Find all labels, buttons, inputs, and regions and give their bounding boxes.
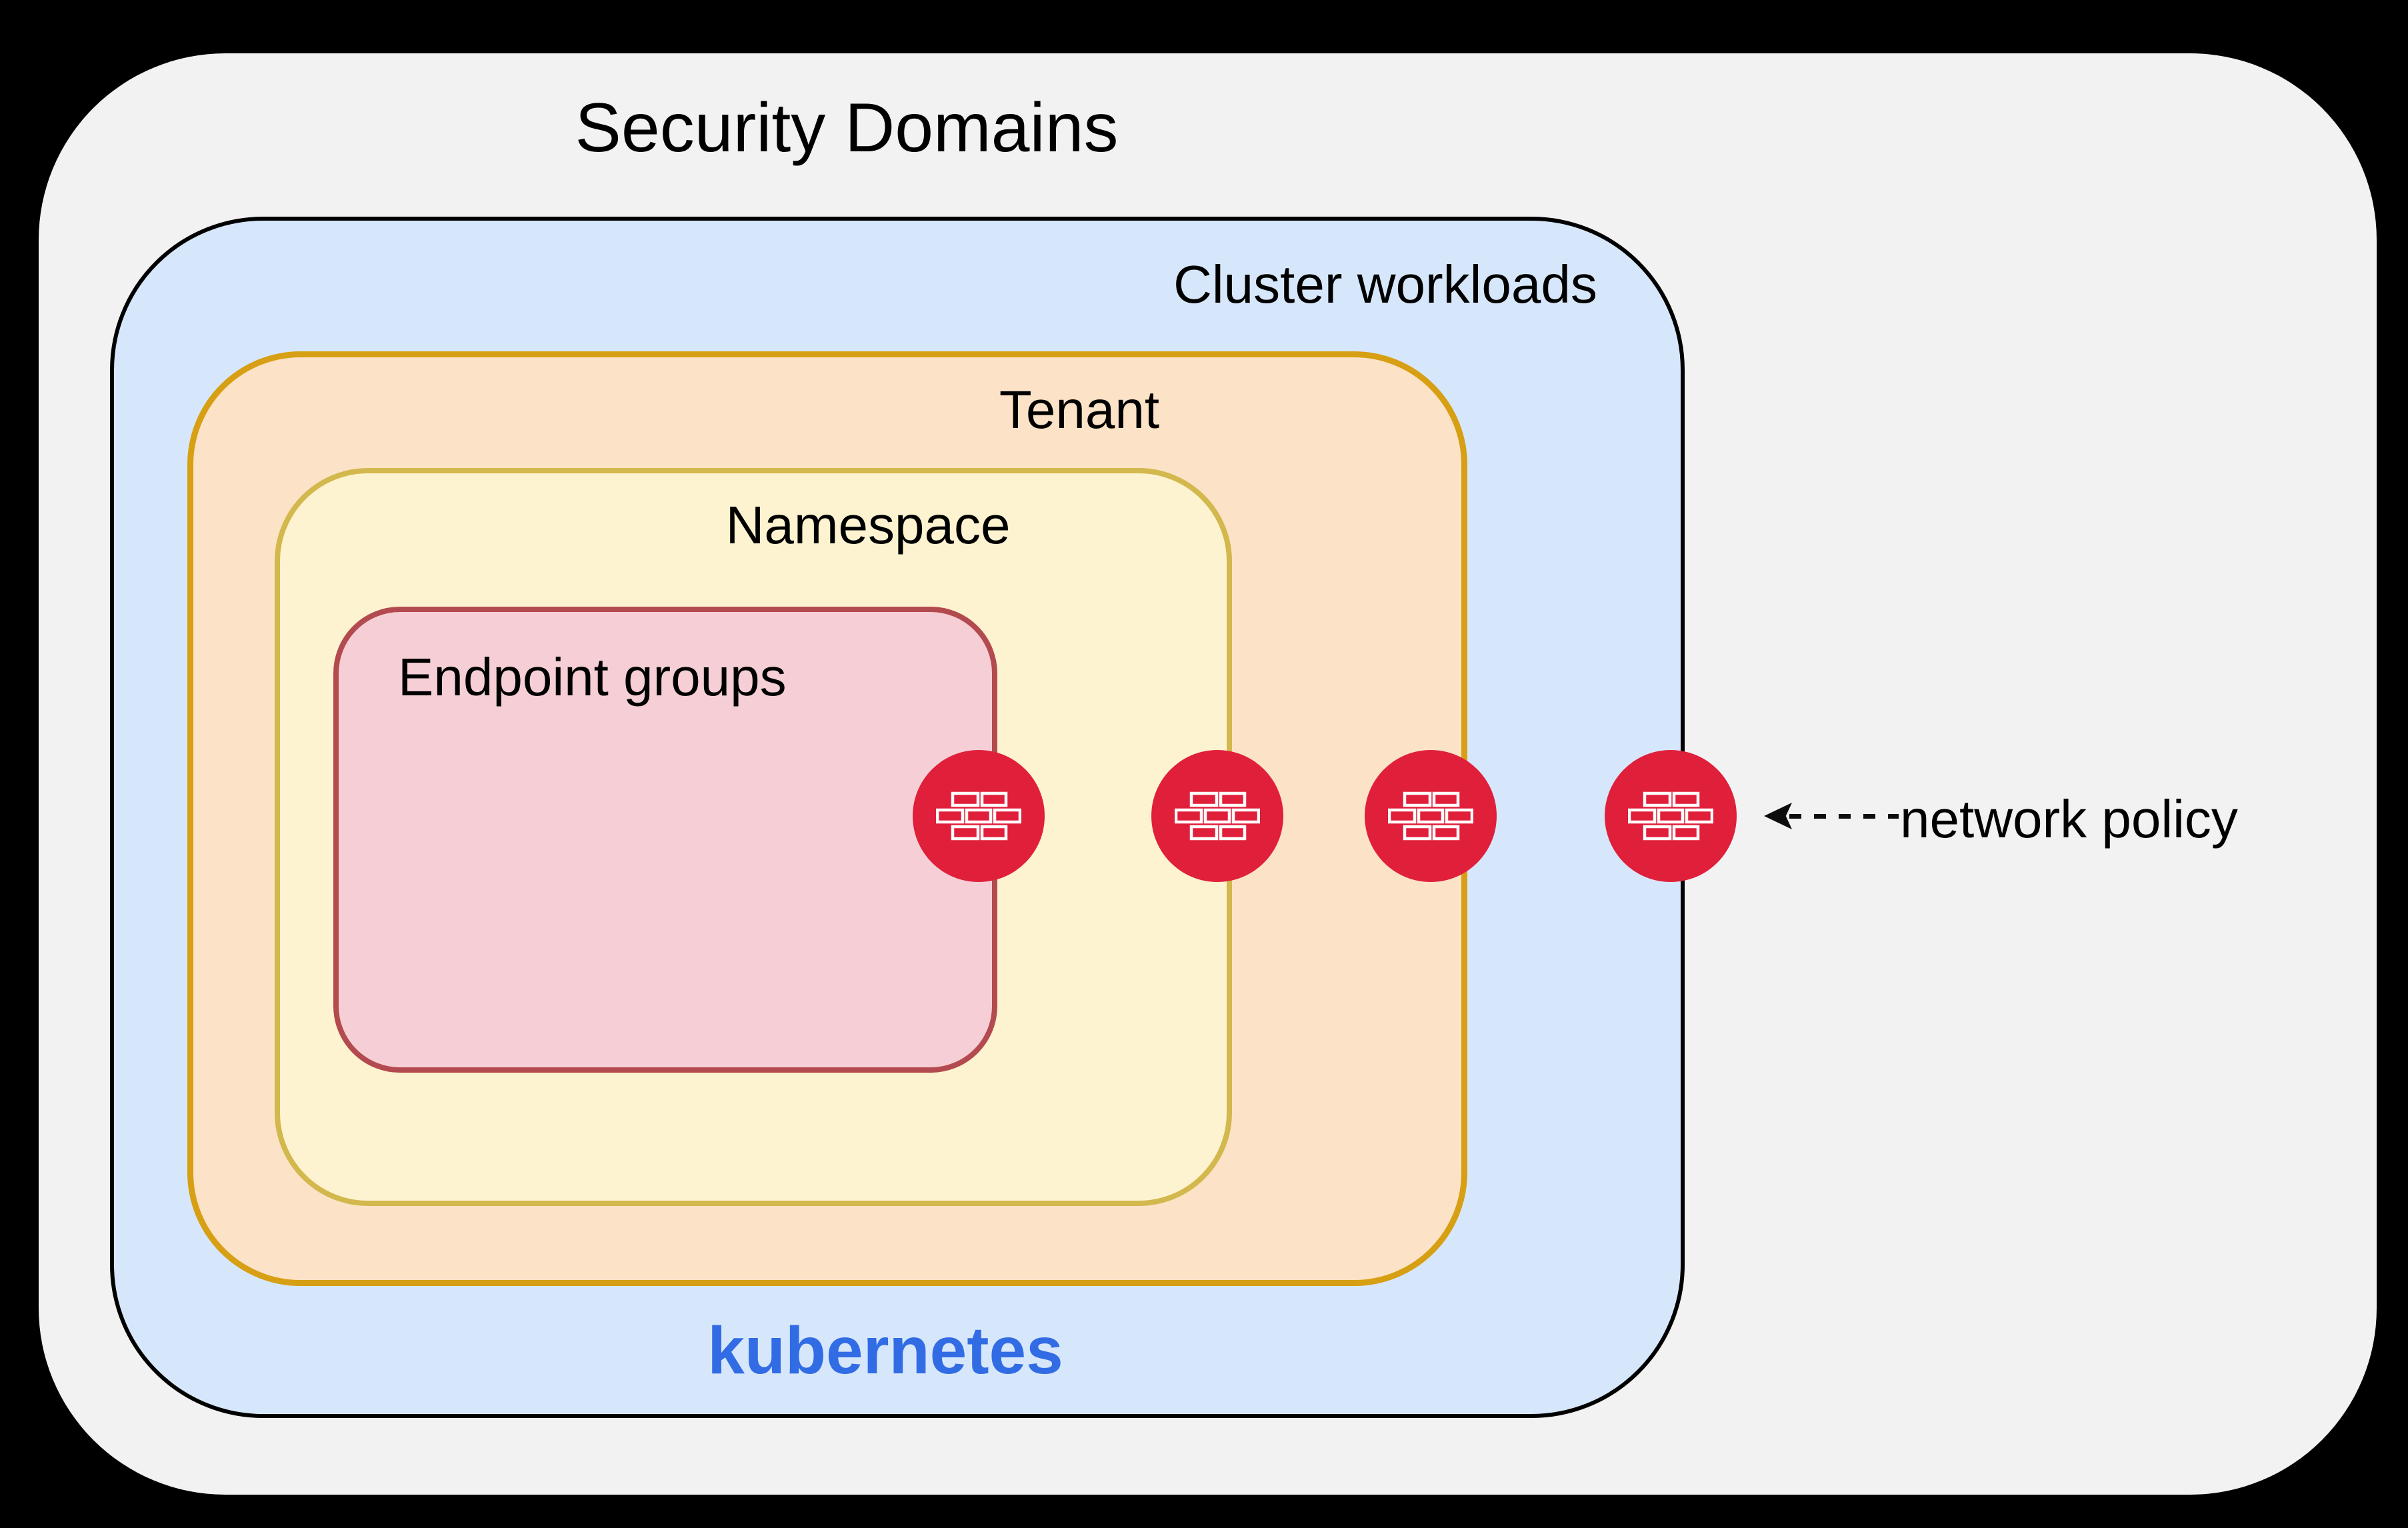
network-policy-marker-namespace (1151, 750, 1283, 882)
network-policy-label: network policy (1900, 789, 2238, 849)
tenant-label: Tenant (999, 380, 1160, 439)
namespace-label: Namespace (725, 495, 1011, 555)
network-policy-marker-tenant (1365, 750, 1497, 882)
cluster-workloads-label: Cluster workloads (1173, 255, 1597, 314)
endpoint-groups-label: Endpoint groups (398, 647, 787, 707)
domain-endpoint-groups: Endpoint groups (333, 607, 997, 1073)
domain-namespace: Namespace Endpoint groups (275, 468, 1232, 1206)
diagram-canvas: Security Domains Cluster workloads Tenan… (39, 53, 2377, 1495)
firewall-icon (1628, 791, 1713, 841)
kubernetes-label: kubernetes (707, 1313, 1063, 1388)
arrow-dashed-line (1789, 814, 1899, 819)
firewall-icon (1388, 791, 1473, 841)
diagram-title: Security Domains (575, 89, 1119, 167)
network-policy-marker-cluster (1605, 750, 1737, 882)
firewall-icon (1175, 791, 1260, 841)
arrow-head-icon (1764, 803, 1792, 829)
firewall-icon (936, 791, 1021, 841)
network-policy-marker-endpoint (913, 750, 1045, 882)
